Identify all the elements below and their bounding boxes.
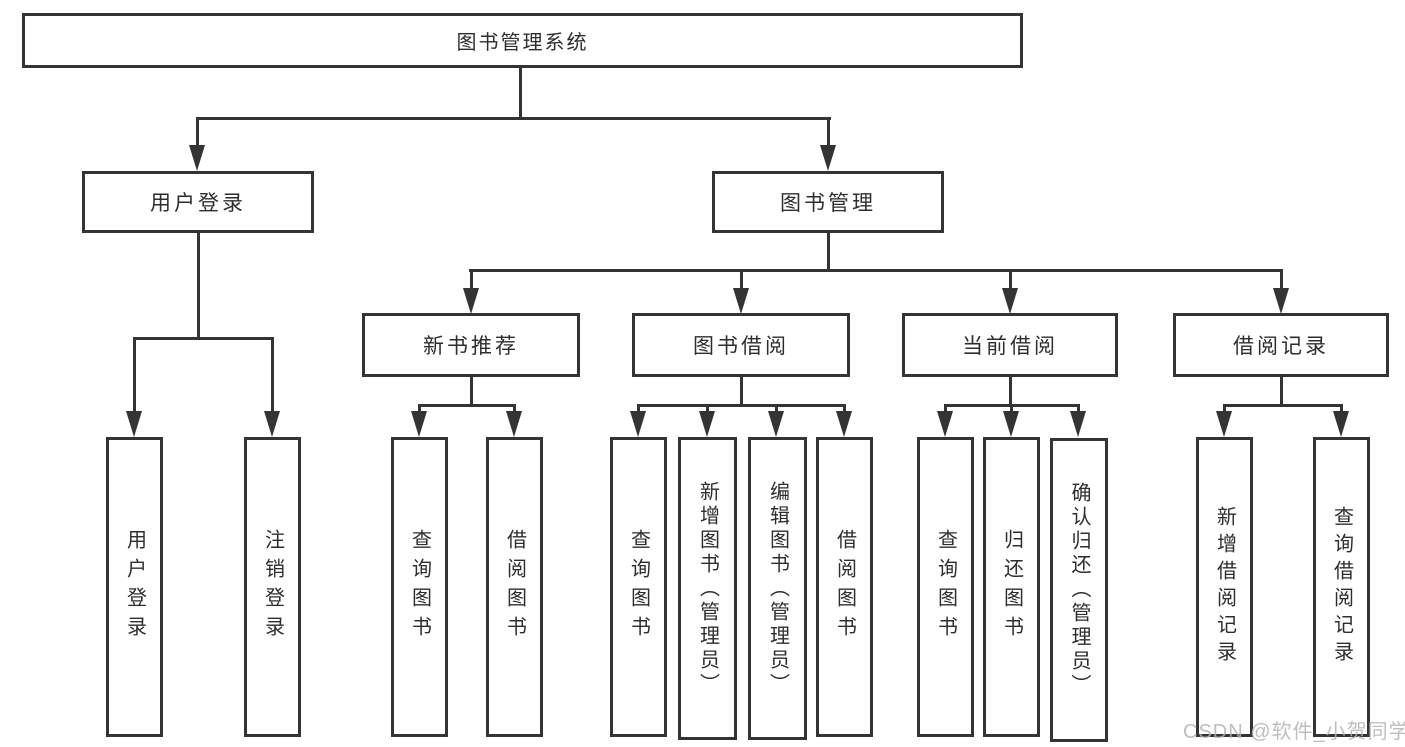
connector-line <box>944 404 947 416</box>
connector-line <box>196 117 831 120</box>
connector-line <box>843 404 846 416</box>
node-book-borrowing: 图书借阅 <box>632 313 850 377</box>
arrow-down-icon <box>1002 288 1018 314</box>
node-leaf-query-books-2: 查询图书 <box>610 437 667 737</box>
connector-line <box>470 377 473 407</box>
connector-line <box>513 404 516 416</box>
node-current-borrowing: 当前借阅 <box>902 313 1118 377</box>
csdn-watermark: CSDN @软件_小贺同学 <box>1183 721 1405 743</box>
connector-line <box>1009 269 1012 291</box>
connector-line <box>1077 404 1080 416</box>
connector-line <box>1280 377 1283 407</box>
arrow-down-icon <box>836 411 852 437</box>
connector-line <box>418 404 421 416</box>
connector-line <box>827 233 830 272</box>
arrow-down-icon <box>463 288 479 314</box>
connector-line <box>1009 377 1012 407</box>
connector-line <box>706 404 709 416</box>
node-leaf-query-borrow-record: 查询借阅记录 <box>1313 437 1370 737</box>
connector-line <box>1340 404 1343 416</box>
arrow-down-icon <box>1070 411 1086 437</box>
node-leaf-logout: 注销登录 <box>244 437 301 737</box>
arrow-down-icon <box>189 145 205 171</box>
node-leaf-add-books-admin: 新增图书（管理员） <box>678 437 737 740</box>
connector-line <box>470 269 473 291</box>
connector-line <box>827 117 830 148</box>
node-user-login: 用户登录 <box>82 171 314 233</box>
arrow-down-icon <box>1273 288 1289 314</box>
arrow-down-icon <box>1003 411 1019 437</box>
connector-line <box>196 117 199 148</box>
arrow-down-icon <box>733 288 749 314</box>
node-leaf-user-login: 用户登录 <box>106 437 163 737</box>
connector-line <box>1280 269 1283 291</box>
connector-line <box>775 404 778 416</box>
node-new-book-recommendation: 新书推荐 <box>362 313 580 377</box>
connector-line <box>271 337 274 414</box>
connector-line <box>469 269 1283 272</box>
node-leaf-query-books-1: 查询图书 <box>391 437 448 737</box>
connector-line <box>197 233 200 339</box>
connector-line <box>1223 404 1343 407</box>
connector-line <box>1223 404 1226 416</box>
node-leaf-borrow-books-2: 借阅图书 <box>816 437 873 737</box>
arrow-down-icon <box>630 411 646 437</box>
arrow-down-icon <box>126 411 142 437</box>
arrow-down-icon <box>699 411 715 437</box>
node-book-management: 图书管理 <box>712 171 944 233</box>
arrow-down-icon <box>264 411 280 437</box>
arrow-down-icon <box>411 411 427 437</box>
connector-line <box>1010 404 1013 416</box>
node-leaf-add-borrow-record: 新增借阅记录 <box>1196 437 1253 737</box>
node-library-management-system: 图书管理系统 <box>22 13 1023 68</box>
arrow-down-icon <box>506 411 522 437</box>
connector-line <box>418 404 516 407</box>
arrow-down-icon <box>1333 411 1349 437</box>
connector-line <box>637 404 846 407</box>
node-leaf-edit-books-admin: 编辑图书（管理员） <box>748 437 807 740</box>
connector-line <box>740 377 743 407</box>
arrow-down-icon <box>768 411 784 437</box>
arrow-down-icon <box>820 145 836 171</box>
node-leaf-confirm-return-admin: 确认归还（管理员） <box>1050 438 1108 742</box>
node-leaf-query-books-3: 查询图书 <box>917 437 974 737</box>
connector-line <box>740 269 743 291</box>
arrow-down-icon <box>937 411 953 437</box>
connector-line <box>519 68 522 118</box>
arrow-down-icon <box>1216 411 1232 437</box>
connector-line <box>133 337 274 340</box>
connector-line <box>637 404 640 416</box>
node-leaf-borrow-books-1: 借阅图书 <box>486 437 543 737</box>
node-leaf-return-books: 归还图书 <box>983 437 1040 737</box>
node-borrowing-records: 借阅记录 <box>1173 313 1389 377</box>
connector-line <box>133 337 136 414</box>
